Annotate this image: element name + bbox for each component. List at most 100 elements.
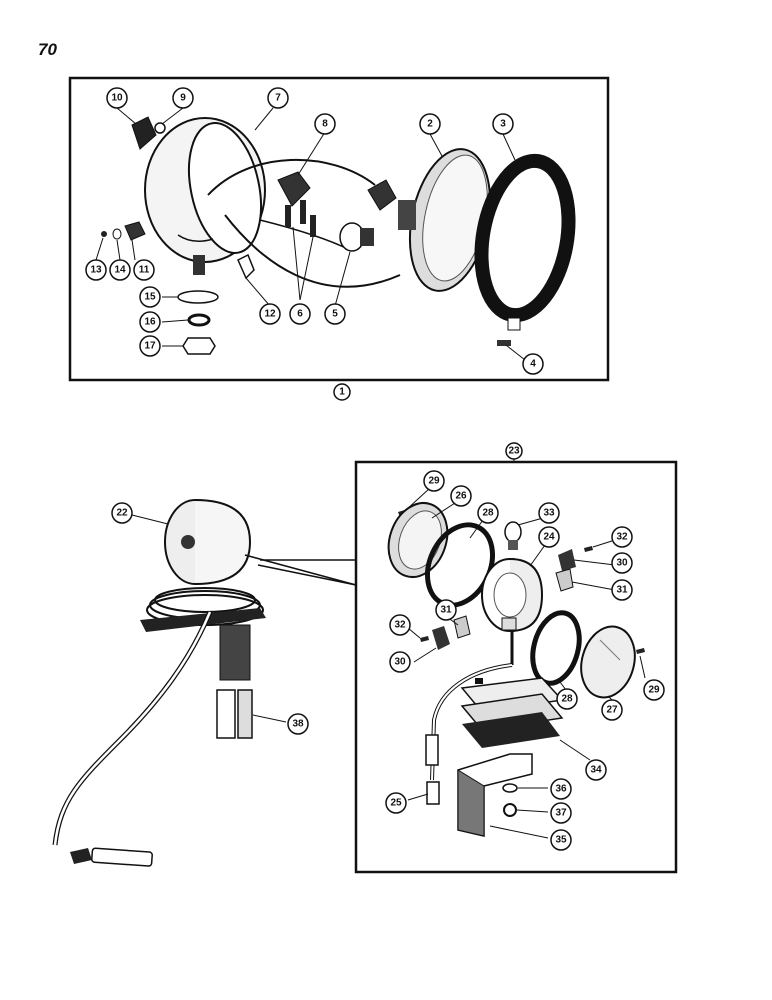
callout-25: 25 [385, 792, 407, 814]
svg-text:31: 31 [440, 605, 452, 616]
callout-32-left: 32 [389, 614, 411, 636]
callout-31-right: 31 [611, 579, 633, 601]
leader-lines-lower-left [131, 514, 287, 723]
svg-text:22: 22 [116, 508, 128, 519]
svg-text:30: 30 [616, 558, 628, 569]
svg-text:32: 32 [394, 620, 406, 631]
cable-plug [70, 847, 153, 867]
callout-6: 6 [289, 303, 311, 325]
callout-11: 11 [133, 259, 155, 281]
mounting-nut [182, 337, 216, 355]
svg-text:28: 28 [482, 508, 494, 519]
clip-right [558, 549, 576, 571]
wire-connector [425, 734, 439, 766]
callout-30-left: 30 [389, 651, 411, 673]
flat-washer [177, 290, 219, 304]
ring-screw [497, 340, 511, 346]
callout-28-rear: 28 [556, 688, 578, 710]
warning-lamp-installed [52, 499, 266, 867]
svg-text:4: 4 [530, 359, 536, 370]
svg-text:29: 29 [648, 685, 660, 696]
callout-34: 34 [585, 759, 607, 781]
svg-text:16: 16 [144, 317, 156, 328]
svg-text:10: 10 [111, 93, 123, 104]
amber-lens-front [387, 502, 449, 578]
svg-text:31: 31 [616, 585, 628, 596]
svg-text:28: 28 [561, 694, 573, 705]
svg-text:17: 17 [144, 341, 156, 352]
ground-clip [237, 253, 255, 280]
lamp-housing [144, 117, 266, 275]
warning-lamp-exploded-panel [354, 460, 678, 874]
projection-lines [244, 554, 357, 586]
callout-5: 5 [324, 303, 346, 325]
callout-30-right: 30 [611, 552, 633, 574]
leader-lines-top [95, 107, 526, 361]
sealed-beam-unit [398, 148, 492, 292]
callout-37: 37 [550, 802, 572, 824]
callout-29-rear: 29 [643, 679, 665, 701]
callout-22: 22 [111, 502, 133, 524]
svg-text:37: 37 [555, 808, 567, 819]
svg-text:2: 2 [427, 119, 433, 130]
callout-8: 8 [314, 113, 336, 135]
svg-text:13: 13 [90, 265, 102, 276]
holder-bracket [216, 689, 253, 739]
callout-24: 24 [538, 526, 560, 548]
callout-26: 26 [450, 485, 472, 507]
svg-text:9: 9 [180, 93, 186, 104]
callout-15: 15 [139, 286, 161, 308]
callout-38: 38 [287, 713, 309, 735]
callout-4: 4 [522, 353, 544, 375]
clip-insert-right [555, 568, 574, 592]
bracket-nut [503, 803, 517, 817]
svg-text:23: 23 [508, 446, 520, 457]
lens-rear [580, 625, 636, 699]
callout-17: 17 [139, 335, 161, 357]
callout-32-right: 32 [611, 526, 633, 548]
svg-text:36: 36 [555, 784, 567, 795]
svg-text:6: 6 [297, 309, 303, 320]
callout-35: 35 [550, 829, 572, 851]
svg-text:34: 34 [590, 765, 602, 776]
svg-text:30: 30 [394, 657, 406, 668]
svg-text:27: 27 [606, 705, 618, 716]
callout-16: 16 [139, 311, 161, 333]
svg-text:25: 25 [390, 798, 402, 809]
callout-3: 3 [492, 113, 514, 135]
leader-lines-lower-right [405, 458, 646, 839]
mounting-hardware-small [101, 221, 146, 241]
retaining-ring [474, 153, 576, 331]
svg-text:35: 35 [555, 835, 567, 846]
callout-9: 9 [172, 87, 194, 109]
svg-text:33: 33 [543, 508, 555, 519]
callout-10: 10 [106, 87, 128, 109]
lamp-body [481, 558, 544, 665]
callout-1: 1 [333, 383, 351, 401]
callout-23: 23 [505, 442, 523, 460]
pilot-bulb [339, 222, 374, 252]
svg-text:15: 15 [144, 292, 156, 303]
svg-text:11: 11 [139, 265, 150, 276]
svg-text:24: 24 [543, 532, 555, 543]
svg-text:1: 1 [339, 387, 345, 398]
svg-text:29: 29 [428, 476, 440, 487]
mounting-bracket [457, 753, 533, 837]
callout-31-left: 31 [435, 599, 457, 621]
page-number: 70 [38, 40, 57, 59]
callout-14: 14 [109, 259, 131, 281]
svg-text:26: 26 [455, 491, 467, 502]
svg-text:5: 5 [332, 309, 338, 320]
svg-text:8: 8 [322, 119, 328, 130]
svg-text:38: 38 [292, 719, 304, 730]
callout-28-front: 28 [477, 502, 499, 524]
headlamp-assembly-panel [68, 76, 610, 382]
callout-7: 7 [267, 87, 289, 109]
clip-left [432, 626, 450, 650]
bracket-washer [502, 783, 518, 793]
svg-text:32: 32 [616, 532, 628, 543]
callout-36: 36 [550, 778, 572, 800]
lamp-bulb [504, 521, 522, 550]
mounting-pads [460, 677, 564, 748]
